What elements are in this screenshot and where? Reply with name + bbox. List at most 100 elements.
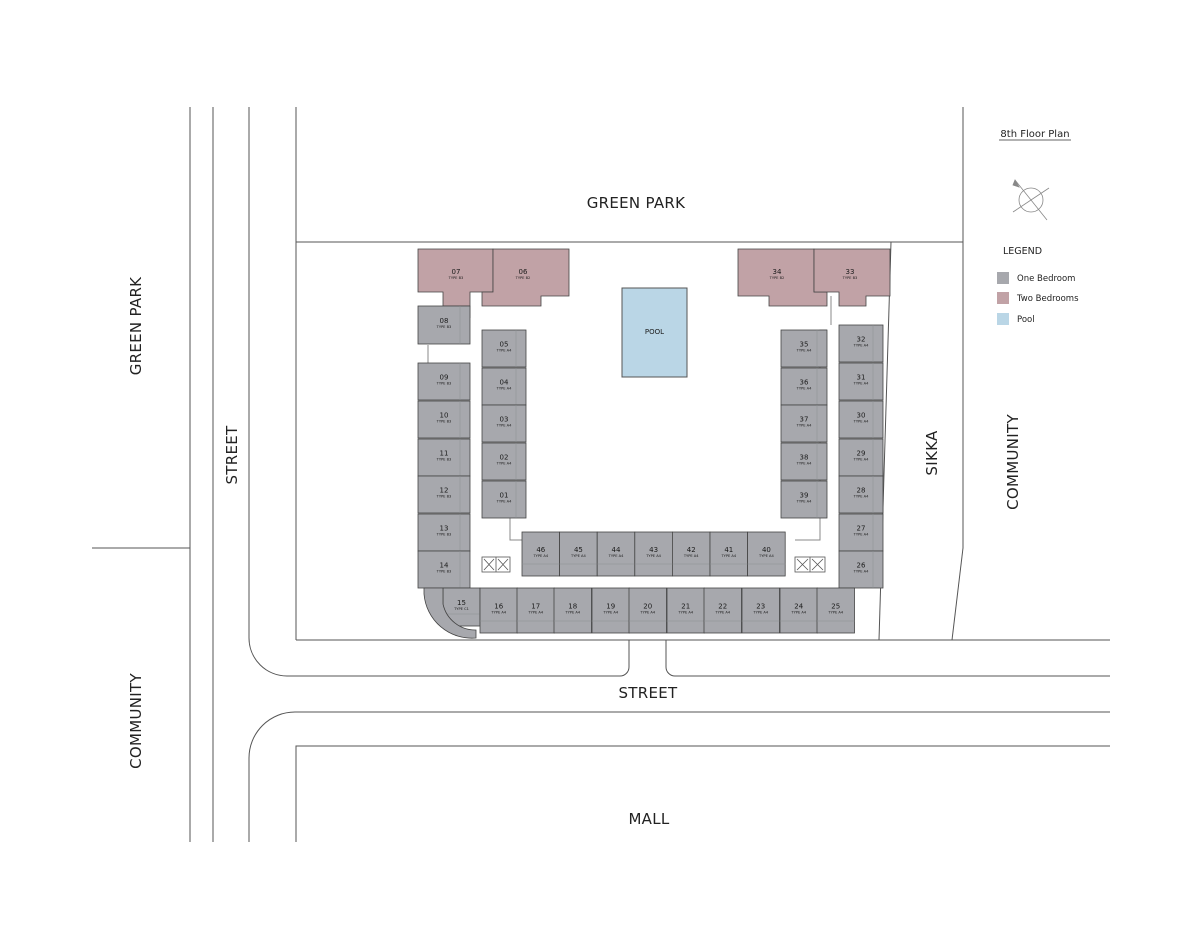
unit-type: TYPE A4: [532, 554, 548, 558]
unit-shape: [741, 587, 780, 634]
unit-shape: [417, 362, 471, 401]
legend-swatch-two-bedrooms: [997, 292, 1009, 304]
unit-shape: [634, 531, 673, 577]
unit-number: 08: [440, 317, 449, 325]
unit-number: 25: [831, 603, 840, 611]
unit-number: 18: [568, 603, 577, 611]
unit-number: 32: [857, 336, 866, 344]
unit-number: 09: [440, 374, 449, 382]
compass-icon: [1012, 179, 1050, 221]
unit-number: 29: [857, 450, 866, 458]
green-park-left-label: GREEN PARK: [127, 276, 145, 375]
unit-type: TYPE A4: [608, 554, 624, 558]
unit-number: 21: [681, 603, 690, 611]
unit-type: TYPE A4: [527, 611, 543, 615]
unit-shape: [838, 475, 884, 514]
unit-number: 15: [457, 599, 466, 607]
compass-needle: [1012, 187, 1050, 213]
service-box-cross: [483, 558, 509, 571]
unit-number: 33: [846, 268, 855, 276]
unit-number: 17: [531, 603, 540, 611]
unit-shape: [838, 324, 884, 363]
unit-shape: [672, 531, 711, 577]
unit-number: 19: [606, 603, 615, 611]
unit-shape: [838, 400, 884, 439]
service-box-cross: [796, 558, 824, 571]
unit-type: TYPE B2: [515, 276, 531, 280]
unit-number: 43: [649, 546, 658, 554]
unit-number: 41: [724, 546, 733, 554]
unit-shape: [838, 550, 884, 589]
sikka-label: SIKKA: [923, 430, 941, 476]
unit-type: TYPE A4: [752, 611, 768, 615]
unit-type: TYPE A4: [853, 458, 869, 462]
mall-label: MALL: [628, 810, 669, 828]
unit-number: 45: [574, 546, 583, 554]
street-left-label: STREET: [223, 425, 241, 485]
unit-number: 13: [440, 525, 449, 533]
mall-boundary-line: [295, 745, 1110, 842]
unit-shape: [816, 587, 855, 634]
site-lines: [92, 107, 1110, 842]
unit-shape: [813, 248, 891, 307]
unit-type: TYPE A4: [796, 462, 812, 466]
compass-ring: [1018, 187, 1044, 213]
unit-number: 06: [519, 268, 528, 276]
unit-shape: [780, 442, 828, 481]
unit-shape: [780, 367, 828, 406]
unit-number: 24: [794, 603, 803, 611]
street-curb-line: [248, 711, 1110, 842]
unit-type: TYPE A4: [714, 611, 730, 615]
unit-number: 20: [643, 603, 652, 611]
unit-number: 27: [857, 525, 866, 533]
unit-number: 31: [857, 374, 866, 382]
unit-number: 28: [857, 487, 866, 495]
corner-wall: [423, 587, 477, 639]
unit-shape: [709, 531, 748, 577]
unit-shape: [516, 587, 555, 634]
unit-shape: [553, 587, 592, 634]
unit-type: TYPE A4: [496, 424, 512, 428]
unit-type: TYPE B3: [436, 382, 452, 386]
unit-type: TYPE A4: [827, 611, 843, 615]
unit-type: TYPE A4: [853, 420, 869, 424]
unit-type: TYPE A4: [796, 387, 812, 391]
unit-type: TYPE A4: [853, 382, 869, 386]
unit-shape: [417, 513, 471, 552]
green-park-top-label: GREEN PARK: [587, 194, 686, 212]
unit-type: TYPE A4: [853, 495, 869, 499]
unit-shape: [596, 531, 636, 577]
pool-label: POOL: [645, 328, 664, 336]
unit-shape: [417, 550, 471, 589]
pool-area: [621, 287, 688, 378]
unit-shape: [417, 305, 471, 345]
unit-type: TYPE A4: [496, 500, 512, 504]
unit-type: TYPE B3: [448, 276, 464, 280]
unit-type: TYPE A4: [683, 554, 699, 558]
